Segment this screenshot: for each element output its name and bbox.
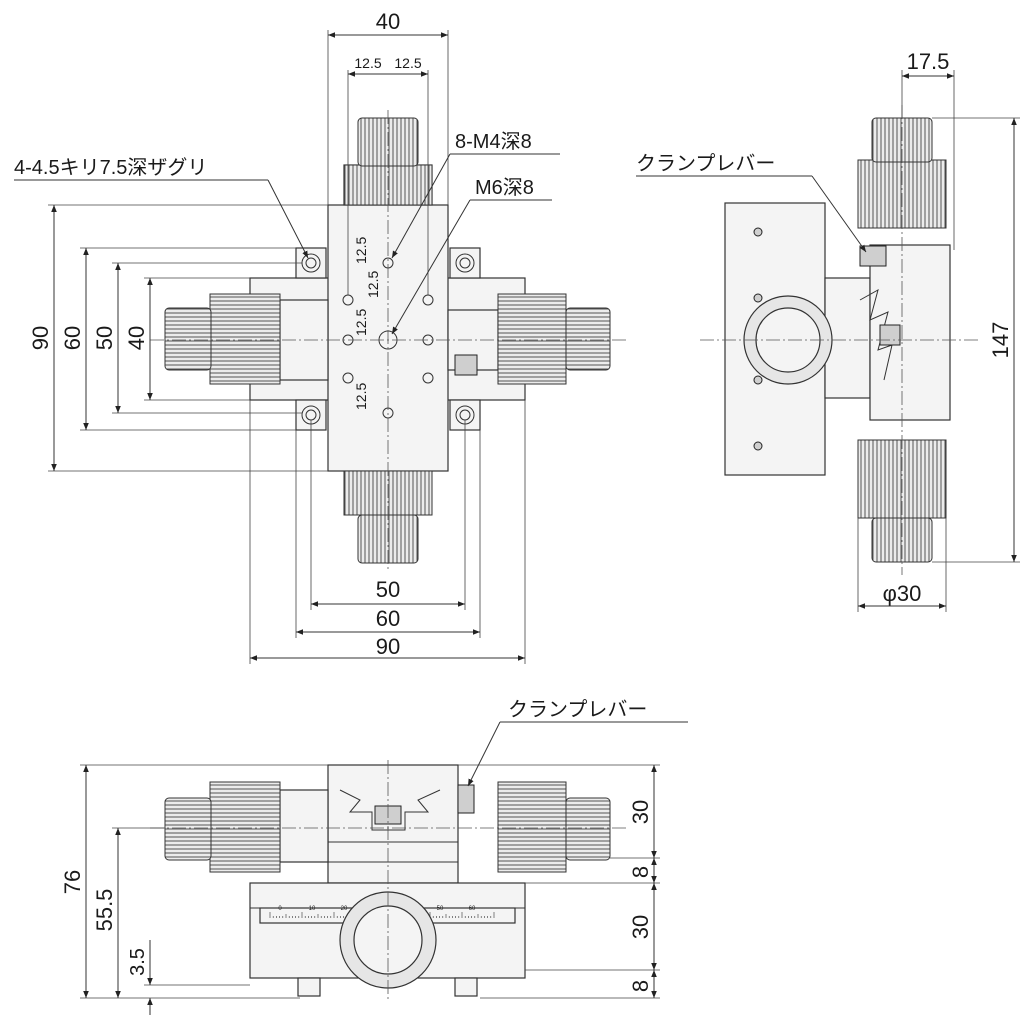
label-counterbore: 4-4.5キリ7.5深ザグリ — [14, 156, 207, 179]
dim-vpitch-4: 12.5 — [353, 383, 369, 410]
dim-knob-diameter: φ30 — [883, 581, 922, 606]
dim-height-60: 60 — [60, 326, 85, 350]
dim-height-50: 50 — [92, 326, 117, 350]
front-knob-left — [164, 797, 212, 861]
scale-tick-label: 10 — [309, 906, 316, 912]
dim-upper-8: 8 — [628, 866, 653, 878]
label-clamp-lever-front: クランプレバー — [508, 698, 647, 721]
dim-pitch-right: 12.5 — [394, 55, 421, 71]
dim-vpitch-2: 12.5 — [365, 271, 381, 298]
dim-pitch-left: 12.5 — [354, 55, 381, 71]
dim-lower-8: 8 — [628, 980, 653, 992]
dim-width-50: 50 — [376, 577, 400, 602]
dim-base-offset: 3.5 — [127, 948, 149, 976]
front-knob-right — [565, 797, 611, 861]
knob-collar-left — [209, 293, 281, 385]
knob-collar-right — [497, 293, 567, 385]
dim-vpitch-3: 12.5 — [353, 309, 369, 336]
dim-height-90: 90 — [28, 326, 53, 350]
dim-vpitch-1: 12.5 — [353, 237, 369, 264]
scale-tick-label: 60 — [469, 906, 476, 912]
scale-tick-label: 0 — [278, 906, 282, 912]
dim-upper-30: 30 — [628, 800, 653, 824]
scale-tick-label: 50 — [437, 906, 444, 912]
label-center-hole: M6深8 — [475, 176, 534, 199]
clamp-lever-top — [454, 354, 478, 376]
side-view: 17.5 147 φ30 クランプレバー — [636, 49, 1020, 612]
dim-offset-17-5: 17.5 — [907, 49, 950, 74]
side-clamp-lever — [859, 245, 887, 267]
dim-width-40: 40 — [376, 9, 400, 34]
front-left-bearing — [279, 789, 329, 863]
dim-lower-30: 30 — [628, 915, 653, 939]
front-knob-collar-left — [209, 781, 281, 873]
knob-right — [565, 307, 611, 371]
side-clamp — [879, 324, 901, 346]
label-tapped-holes: 8-M4深8 — [455, 130, 532, 153]
front-knob-collar-right — [497, 781, 567, 873]
dim-total-height: 76 — [60, 870, 85, 894]
front-view: 0102030405060 76 55.5 3.5 — [60, 698, 688, 1015]
top-view: 40 12.5 12.5 12.5 12.5 12.5 12.5 90 60 5… — [14, 9, 628, 664]
front-clamp-lever — [457, 784, 475, 814]
label-clamp-lever-side: クランプレバー — [636, 152, 775, 175]
dim-length-147: 147 — [988, 322, 1013, 359]
scale-tick-label: 20 — [341, 906, 348, 912]
dim-height-40: 40 — [124, 326, 149, 350]
dim-width-90: 90 — [376, 634, 400, 659]
knob-left — [164, 307, 212, 371]
dim-width-60: 60 — [376, 606, 400, 631]
counterbore-block-tr — [449, 247, 481, 279]
dim-axis-height: 55.5 — [92, 889, 117, 932]
